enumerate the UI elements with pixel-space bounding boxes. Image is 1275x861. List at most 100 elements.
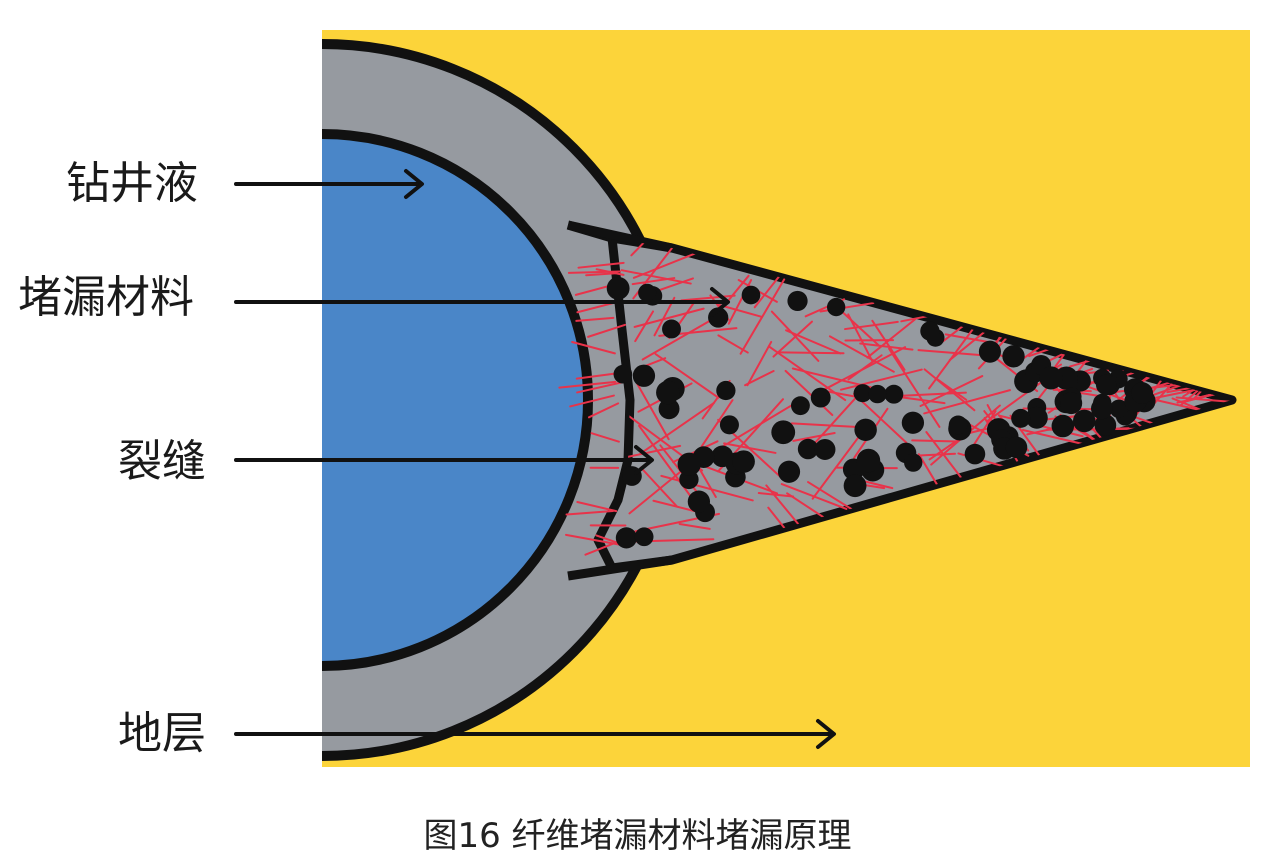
plugging-particle	[790, 396, 810, 416]
fiber-strand	[723, 442, 777, 454]
fiber-tail	[587, 402, 620, 419]
plugging-particle	[632, 364, 656, 387]
plugging-particle	[964, 443, 986, 465]
plugging-particle	[662, 319, 681, 339]
fiber-tail	[576, 380, 626, 394]
plugging-particle	[613, 364, 633, 384]
drilling-fluid-region	[322, 129, 593, 671]
plugging-particle	[1025, 406, 1048, 429]
plugging-particle	[1072, 409, 1096, 433]
plugging-particle	[771, 420, 796, 445]
fiber-strand	[928, 323, 978, 390]
plugging-particle	[797, 438, 819, 460]
fiber-strand	[617, 444, 682, 460]
fiber-strand	[654, 353, 720, 399]
plugging-particle	[1060, 392, 1083, 415]
fiber-strand	[636, 382, 670, 441]
fiber-strand	[638, 424, 696, 503]
fiber-strand	[792, 432, 836, 442]
fiber-strand	[828, 335, 895, 373]
fiber-strand	[641, 317, 715, 361]
fiber-tail	[585, 272, 617, 277]
plugging-particle	[904, 453, 923, 472]
plugging-particle	[777, 460, 801, 483]
arrow-formation-head	[816, 719, 836, 749]
fiber-strand	[923, 368, 976, 412]
plugging-particle	[868, 384, 887, 404]
fiber-strand	[923, 389, 1012, 415]
arrow-fluid-head	[404, 169, 424, 199]
fiber-strand	[744, 370, 775, 387]
plugging-particle	[638, 283, 657, 302]
fiber-strand	[785, 329, 842, 355]
plugging-particle	[1109, 399, 1129, 419]
plugging-particle	[901, 411, 925, 434]
plugging-particle	[1005, 436, 1028, 459]
plugging-particle	[1131, 382, 1154, 405]
plugging-particle	[920, 321, 940, 341]
fiber-strand	[767, 345, 847, 402]
label-formation: 地层	[118, 708, 206, 759]
fiber-strand	[871, 319, 906, 371]
plugging-particle	[1002, 345, 1025, 368]
plugging-particle	[1051, 414, 1075, 438]
plugging-particle	[1095, 374, 1117, 396]
label-plugging-material: 堵漏材料	[18, 272, 194, 323]
fiber-strand	[620, 269, 692, 285]
fiber-tail	[587, 323, 627, 338]
fiber-strand	[753, 270, 784, 309]
plugging-particle	[1011, 408, 1031, 428]
plugging-particle	[787, 290, 808, 312]
fiber-strand	[844, 320, 899, 331]
plugging-particle	[853, 384, 872, 403]
plugging-particle	[615, 527, 637, 549]
plugging-particle	[606, 276, 630, 300]
fiber-tail	[575, 316, 615, 322]
fiber-strand	[739, 278, 786, 355]
plugging-particle	[741, 285, 761, 305]
fiber-strand	[660, 474, 754, 502]
fiber-strand	[840, 368, 923, 391]
fiber-tail	[590, 432, 620, 443]
fiber-strand	[888, 347, 941, 428]
fracture-mouth-top-edge	[567, 220, 673, 253]
fiber-strand	[866, 318, 916, 359]
plugging-particle	[716, 380, 736, 401]
plugging-particle	[719, 415, 739, 435]
fiber-strand	[718, 402, 797, 450]
plugging-particle	[732, 450, 755, 473]
plugging-particle	[884, 384, 904, 404]
fiber-strand	[634, 310, 655, 343]
plugging-particle	[814, 439, 836, 460]
fiber-strand	[678, 522, 711, 530]
figure-caption: 图16 纤维堵漏材料堵漏原理	[423, 816, 852, 856]
fiber-strand	[778, 351, 845, 355]
fiber-strand	[784, 369, 834, 417]
plugging-particle	[687, 490, 711, 513]
arrows	[234, 169, 836, 749]
plugging-particle	[854, 418, 877, 442]
plugging-particle	[978, 340, 1001, 363]
plugging-particle	[1094, 414, 1117, 437]
fiber-strand	[807, 389, 864, 451]
plugging-particles	[606, 276, 1156, 549]
plugging-particle	[656, 380, 680, 405]
fiber-tail	[584, 542, 616, 556]
arrow-fracture-head	[634, 445, 654, 475]
fiber-tail	[575, 372, 615, 380]
plugging-particle	[677, 452, 701, 476]
fiber-strand	[724, 274, 750, 305]
fiber-strand	[757, 492, 795, 498]
fiber-strand	[1175, 396, 1232, 403]
plugging-particle	[658, 398, 680, 420]
fiber-tail	[567, 270, 622, 274]
fiber-tail	[595, 534, 621, 545]
plugging-particle	[711, 445, 734, 468]
fiber-tail	[569, 394, 615, 408]
plugging-particle	[1091, 397, 1113, 420]
plugging-particle	[810, 387, 831, 408]
plugging-particle	[827, 297, 846, 317]
plugging-particle	[856, 448, 881, 473]
fiber-strand	[911, 439, 959, 443]
